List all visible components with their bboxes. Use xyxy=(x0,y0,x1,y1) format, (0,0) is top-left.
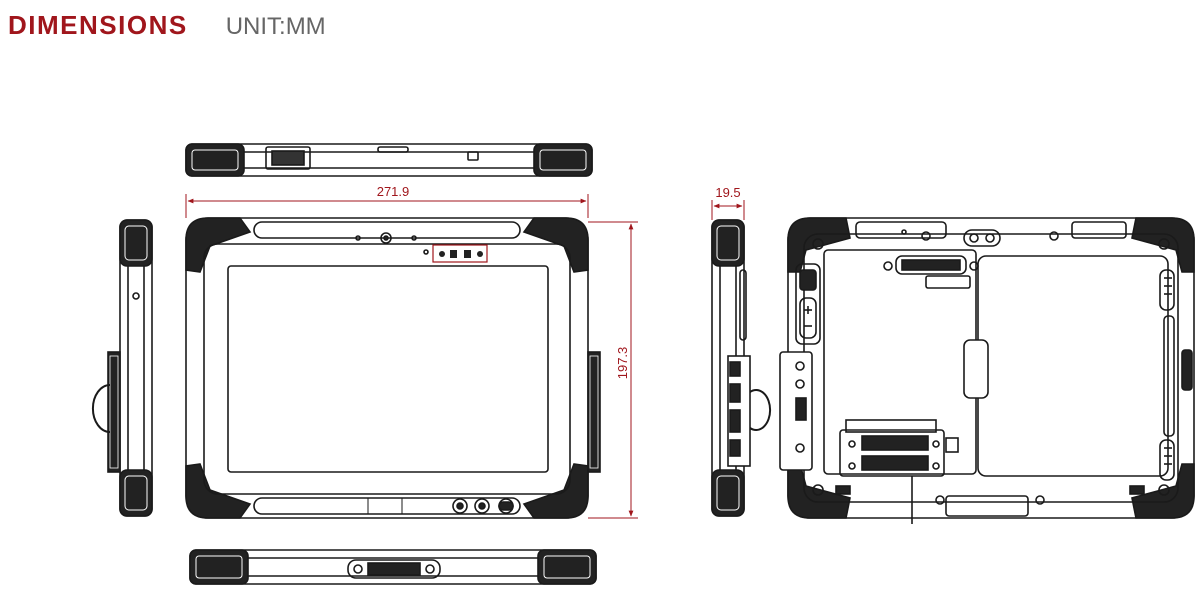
left-side-view xyxy=(91,219,153,517)
back-view xyxy=(779,217,1195,524)
height-dimension-label: 197.3 xyxy=(615,347,630,380)
height-dimension: 197.3 xyxy=(588,221,638,519)
top-edge-view xyxy=(185,143,593,177)
bottom-edge-view xyxy=(189,549,597,585)
front-view xyxy=(185,217,601,519)
right-side-view xyxy=(711,219,772,517)
depth-dimension-label: 19.5 xyxy=(715,185,740,200)
page-header: DIMENSIONS UNIT:MM xyxy=(8,10,326,50)
width-dimension-label: 271.9 xyxy=(377,184,410,199)
page-title: DIMENSIONS xyxy=(8,10,188,40)
unit-label: UNIT:MM xyxy=(225,13,326,40)
width-dimension: 271.9 xyxy=(185,184,589,218)
depth-dimension: 19.5 xyxy=(711,185,745,220)
